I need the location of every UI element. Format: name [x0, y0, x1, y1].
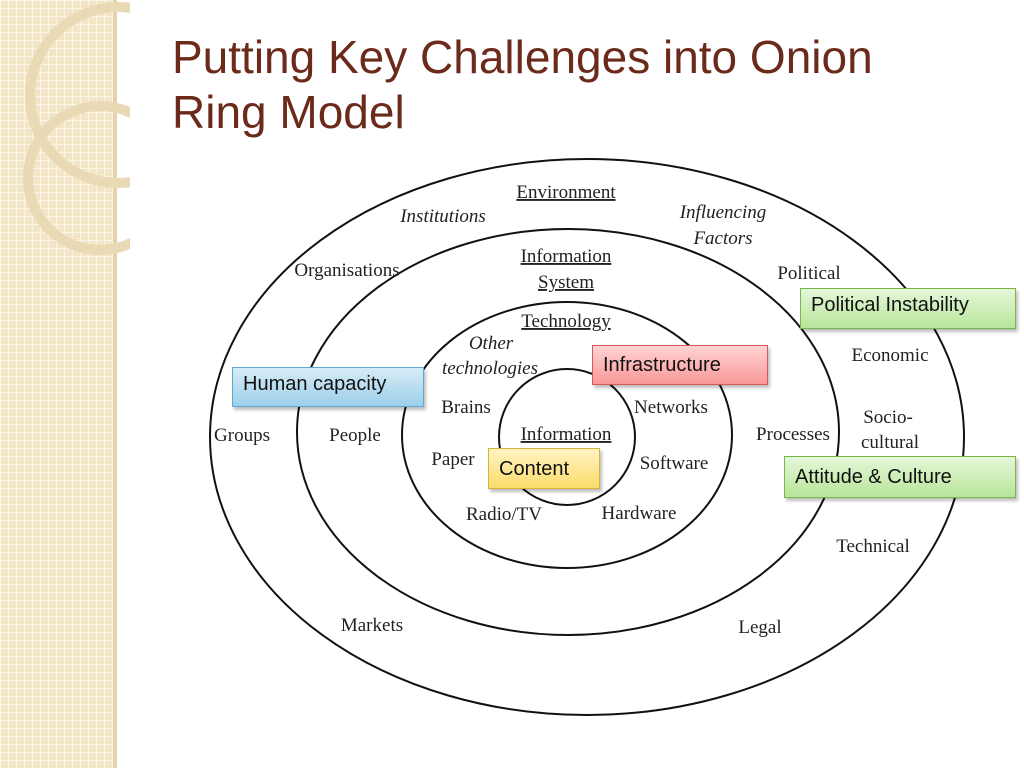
- callout-content: Content: [488, 448, 600, 489]
- callout-infrastructure: Infrastructure: [592, 345, 768, 385]
- callout-attitude-culture: Attitude & Culture: [784, 456, 1016, 498]
- label-legal: Legal: [738, 617, 781, 638]
- decorative-circle-lower: [23, 101, 130, 255]
- outer-ring: [209, 158, 965, 716]
- label-technology: Technology: [521, 311, 611, 332]
- decorative-circle-upper: [25, 2, 130, 188]
- label-factors: Factors: [692, 228, 752, 249]
- label-cultural: cultural: [861, 432, 919, 453]
- label-information-core: Information: [521, 424, 612, 445]
- core-ring: [498, 368, 636, 506]
- label-networks: Networks: [634, 397, 708, 418]
- slide-title-line-1: Putting Key Challenges into Onion: [172, 31, 873, 83]
- label-software: Software: [640, 453, 709, 474]
- label-brains: Brains: [441, 397, 491, 418]
- label-technologies: technologies: [442, 358, 538, 379]
- slide-title-line-2: Ring Model: [172, 86, 405, 138]
- label-institutions: Institutions: [399, 206, 486, 227]
- decorative-sidebar: [0, 0, 113, 768]
- decorative-circles: [23, 2, 130, 255]
- label-other: Other: [469, 333, 514, 354]
- label-radio-tv: Radio/TV: [466, 504, 542, 525]
- label-hardware: Hardware: [602, 503, 677, 524]
- sidebar-edge: [113, 0, 117, 768]
- label-information-system-1: Information: [521, 246, 612, 267]
- label-socio: Socio-: [863, 407, 913, 428]
- label-technical: Technical: [836, 536, 910, 557]
- information-system-ring: [296, 228, 840, 636]
- callout-human-capacity: Human capacity: [232, 367, 424, 407]
- slide-title: Putting Key Challenges into Onion Ring M…: [172, 30, 992, 140]
- label-environment: Environment: [516, 182, 616, 203]
- callout-political-instability: Political Instability: [800, 288, 1016, 329]
- label-economic: Economic: [851, 345, 928, 366]
- label-groups: Groups: [214, 425, 270, 446]
- label-organisations: Organisations: [294, 260, 399, 281]
- label-influencing: Influencing: [679, 202, 767, 223]
- label-political: Political: [777, 263, 840, 284]
- label-markets: Markets: [341, 615, 403, 636]
- label-paper: Paper: [431, 449, 475, 470]
- label-processes: Processes: [756, 424, 830, 445]
- label-people: People: [329, 425, 381, 446]
- technology-ring: [401, 301, 733, 569]
- label-information-system-2: System: [538, 272, 594, 293]
